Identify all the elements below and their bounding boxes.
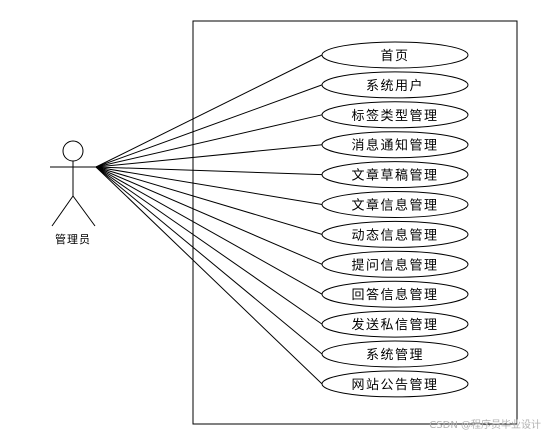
use-case-label: 动态信息管理 xyxy=(351,227,438,243)
use-case-ellipse xyxy=(321,41,469,69)
association-line xyxy=(95,166,323,235)
use-case: 消息通知管理 xyxy=(321,131,469,159)
use-case-ellipse xyxy=(321,280,469,308)
association-line xyxy=(95,84,323,168)
association-line xyxy=(95,166,323,176)
use-case-label: 系统用户 xyxy=(366,78,424,94)
association-line xyxy=(95,166,323,355)
actor-left-leg xyxy=(51,195,74,227)
use-case-ellipse xyxy=(321,161,469,189)
use-case-ellipse xyxy=(321,340,469,368)
use-case-label: 文章草稿管理 xyxy=(351,168,438,184)
use-case-ellipse xyxy=(321,370,469,398)
association-line xyxy=(95,54,323,168)
use-case-ellipse xyxy=(321,71,469,99)
use-case-label: 消息通知管理 xyxy=(351,138,438,154)
use-case-group: 首页系统用户标签类型管理消息通知管理文章草稿管理文章信息管理动态信息管理提问信息… xyxy=(321,41,469,398)
use-case-label: 首页 xyxy=(380,49,409,64)
use-case-ellipse xyxy=(321,310,469,338)
use-case-ellipse xyxy=(321,101,469,129)
association-line xyxy=(95,166,323,265)
use-case: 回答信息管理 xyxy=(321,280,469,308)
association-lines xyxy=(95,54,323,385)
use-case-ellipse xyxy=(321,220,469,248)
use-case: 网站公告管理 xyxy=(321,370,469,398)
use-case-ellipse xyxy=(321,250,469,278)
use-case: 文章信息管理 xyxy=(321,191,469,218)
association-line xyxy=(95,114,323,168)
use-case-ellipse xyxy=(321,191,469,218)
use-case: 动态信息管理 xyxy=(321,220,469,248)
use-case-label: 网站公告管理 xyxy=(351,378,438,393)
use-case-label: 回答信息管理 xyxy=(351,287,438,303)
association-line xyxy=(95,144,323,168)
use-case-ellipse xyxy=(321,131,469,159)
use-case: 标签类型管理 xyxy=(321,101,469,129)
use-case-label: 标签类型管理 xyxy=(351,108,438,124)
actor-right-leg xyxy=(72,195,96,227)
actor-label: 管理员 xyxy=(55,232,91,246)
system-boundary xyxy=(192,20,518,425)
association-line xyxy=(95,166,323,205)
actor-figure xyxy=(50,140,96,227)
use-case: 系统用户 xyxy=(321,71,469,99)
actor-head xyxy=(62,140,84,162)
use-case: 发送私信管理 xyxy=(321,310,469,338)
use-case-label: 文章信息管理 xyxy=(351,198,438,214)
association-line xyxy=(95,166,323,295)
association-line xyxy=(95,166,323,385)
use-case: 提问信息管理 xyxy=(321,250,469,278)
use-case-label: 发送私信管理 xyxy=(351,317,438,333)
use-case: 首页 xyxy=(321,41,469,69)
association-line xyxy=(95,166,323,325)
watermark: CSDN @程序员毕业设计 xyxy=(429,418,541,431)
use-case: 文章草稿管理 xyxy=(321,161,469,189)
use-case-label: 提问信息管理 xyxy=(351,257,438,273)
use-case-label: 系统管理 xyxy=(366,348,424,363)
use-case: 系统管理 xyxy=(321,340,469,368)
